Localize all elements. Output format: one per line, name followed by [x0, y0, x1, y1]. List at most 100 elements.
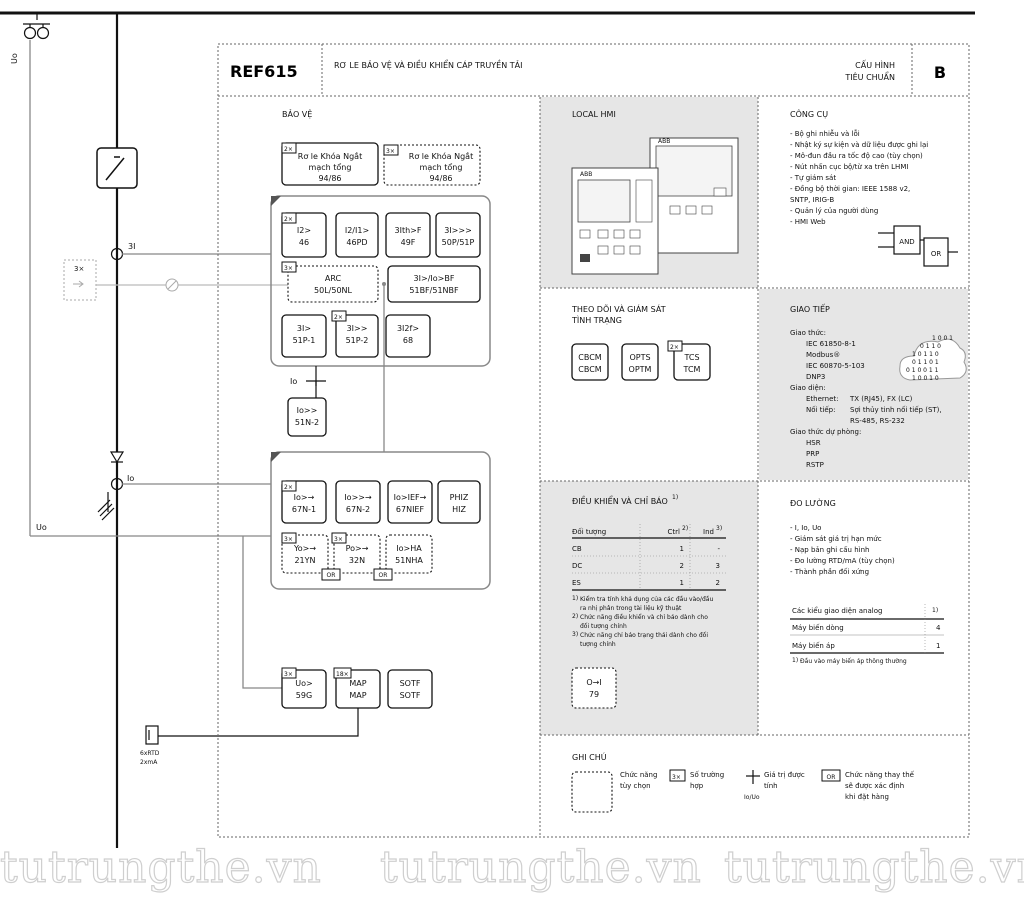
svg-text:hợp: hợp — [690, 782, 704, 790]
svg-text:Đầu vào máy biến áp thông thườ: Đầu vào máy biến áp thông thường — [800, 657, 907, 665]
func-46: 2× I2> 46 — [281, 212, 327, 258]
svg-text:Io>HA: Io>HA — [396, 544, 422, 553]
notes-title: GHI CHÚ — [572, 751, 607, 762]
svg-text:2: 2 — [680, 562, 684, 570]
svg-text:1: 1 — [680, 579, 684, 587]
svg-text:ra nhị phân trong tài liệu kỹ: ra nhị phân trong tài liệu kỹ thuật — [580, 605, 682, 612]
watermark-2: tutrungthe.vn — [380, 842, 702, 893]
protection-title: BẢO VỆ — [282, 108, 312, 120]
func-67n-2: Io>>→ 67N-2 — [335, 480, 381, 524]
svg-text:3×: 3× — [284, 265, 293, 272]
svg-text:3×: 3× — [284, 536, 293, 543]
svg-text:3I>>>: 3I>>> — [444, 226, 472, 235]
svg-text:khi đặt hàng: khi đặt hàng — [845, 793, 889, 801]
monitoring-title-2: TÌNH TRẠNG — [571, 314, 622, 326]
svg-text:đối tượng chính: đối tượng chính — [580, 623, 627, 630]
svg-text:RS-485, RS-232: RS-485, RS-232 — [850, 417, 905, 425]
svg-text:1: 1 — [936, 642, 940, 650]
svg-text:2×: 2× — [670, 344, 679, 351]
analog-interface-table: Các kiểu giao diện analog 1) Máy biến dò… — [790, 604, 944, 665]
lockout-relay-optional-block — [383, 144, 481, 186]
svg-text:Io>>: Io>> — [297, 406, 318, 415]
svg-text:2×: 2× — [334, 314, 343, 321]
autoreclose-79: O→I 79 — [571, 667, 617, 709]
svg-text:Máy biến áp: Máy biến áp — [792, 642, 835, 650]
svg-text:- I, Io, Uo: - I, Io, Uo — [790, 524, 821, 532]
control-notes: 1) Kiểm tra tính khả dụng của các đầu và… — [572, 595, 713, 648]
svg-text:3I>: 3I> — [297, 324, 311, 333]
product-title: REF615 — [230, 62, 298, 81]
svg-text:Giao diện:: Giao diện: — [790, 384, 826, 392]
svg-text:Giao thức:: Giao thức: — [790, 329, 826, 337]
svg-text:3×: 3× — [672, 774, 681, 781]
svg-text:- Bộ ghi nhiễu và lỗi: - Bộ ghi nhiễu và lỗi — [790, 129, 860, 138]
svg-text:51NHA: 51NHA — [395, 556, 423, 565]
hmi-device-icon: ABB ABB — [571, 137, 739, 275]
svg-text:ABB: ABB — [580, 171, 592, 178]
uo-label: Uo — [36, 523, 47, 532]
svg-text:67N-1: 67N-1 — [292, 505, 316, 514]
or-badge-1: OR — [321, 568, 341, 581]
svg-text:Io>→: Io>→ — [294, 493, 315, 502]
svg-text:- Nút nhấn cục bộ/từ xa trên L: - Nút nhấn cục bộ/từ xa trên LHMI — [790, 163, 908, 171]
svg-text:51P-2: 51P-2 — [346, 336, 369, 345]
svg-text:ABB: ABB — [658, 138, 670, 145]
svg-text:0 1 0 0 1 1: 0 1 0 0 1 1 — [906, 367, 939, 374]
svg-text:- Thành phần đối xứng: - Thành phần đối xứng — [790, 568, 869, 576]
config-label-1: CẤU HÌNH — [855, 59, 895, 70]
func-sotf: SOTF SOTF — [387, 669, 433, 709]
svg-text:- Mô-đun đầu ra tốc độ cao (tù: - Mô-đun đầu ra tốc độ cao (tùy chọn) — [790, 152, 923, 160]
svg-text:Chức năng chỉ báo trạng thái d: Chức năng chỉ báo trạng thái dành cho đố… — [580, 632, 708, 639]
svg-text:CB: CB — [572, 545, 582, 553]
control-title: ĐIỀU KHIỂN VÀ CHỈ BÁO — [572, 494, 668, 506]
monitor-opts: OPTS OPTM — [621, 343, 659, 381]
svg-text:PHIZ: PHIZ — [450, 493, 469, 502]
svg-text:1 0 1 1 0: 1 0 1 1 0 — [912, 351, 939, 358]
svg-text:3×: 3× — [334, 536, 343, 543]
or-badge-2: OR — [373, 568, 393, 581]
svg-text:3: 3 — [716, 562, 720, 570]
svg-text:- HMI Web: - HMI Web — [790, 218, 826, 226]
svg-text:2×: 2× — [284, 484, 293, 491]
svg-text:Số trường: Số trường — [690, 771, 724, 779]
relay-description: RƠ LE BẢO VỆ VÀ ĐIỀU KHIỂN CÁP TRUYỀN TẢ… — [334, 58, 522, 71]
svg-text:Giao thức dự phòng:: Giao thức dự phòng: — [790, 428, 861, 436]
func-50p-51p: 3I>>> 50P/51P — [435, 212, 481, 258]
svg-text:- Nạp bản ghi cấu hình: - Nạp bản ghi cấu hình — [790, 546, 869, 554]
svg-text:49F: 49F — [401, 238, 416, 247]
svg-text:OR: OR — [379, 572, 388, 579]
svg-text:1): 1) — [792, 657, 798, 664]
svg-text:HSR: HSR — [806, 439, 821, 447]
svg-text:OR: OR — [827, 774, 836, 781]
svg-text:tính: tính — [764, 782, 778, 790]
svg-text:TCS: TCS — [683, 353, 699, 362]
svg-text:IEC 61850-8-1: IEC 61850-8-1 — [806, 340, 856, 348]
config-code: B — [934, 63, 946, 82]
svg-text:OR: OR — [931, 250, 942, 258]
svg-text:94/86: 94/86 — [429, 174, 452, 183]
svg-text:PRP: PRP — [806, 450, 819, 458]
func-51nha: Io>HA 51NHA — [385, 534, 433, 574]
svg-text:67N-2: 67N-2 — [346, 505, 370, 514]
calculated-value-icon — [306, 380, 326, 386]
svg-text:Máy biến dòng: Máy biến dòng — [792, 624, 844, 632]
legend-count: 3× Số trường hợp — [669, 769, 724, 790]
svg-text:SOTF: SOTF — [400, 691, 421, 700]
cable-termination-icon — [109, 451, 125, 464]
svg-text:SNTP, IRIG-B: SNTP, IRIG-B — [790, 196, 834, 204]
svg-text:MAP: MAP — [349, 679, 366, 688]
svg-text:4: 4 — [936, 624, 941, 632]
watermark-1: tutrungthe.vn — [0, 842, 322, 893]
func-arc: 3× ARC 50L/50NL — [281, 261, 379, 303]
svg-text:Rơ le Khóa Ngắt: Rơ le Khóa Ngắt — [298, 151, 362, 161]
config-label-2: TIÊU CHUẨN — [844, 70, 895, 82]
svg-text:Uo>: Uo> — [295, 679, 312, 688]
svg-text:AND: AND — [899, 238, 914, 246]
svg-text:-: - — [717, 545, 720, 553]
svg-text:OPTM: OPTM — [629, 365, 652, 374]
func-51p-1: 3I> 51P-1 — [281, 314, 327, 358]
func-51n-2: Io>> 51N-2 — [287, 397, 327, 437]
svg-text:18×: 18× — [336, 671, 349, 678]
svg-text:sẽ được xác định: sẽ được xác định — [845, 782, 904, 790]
